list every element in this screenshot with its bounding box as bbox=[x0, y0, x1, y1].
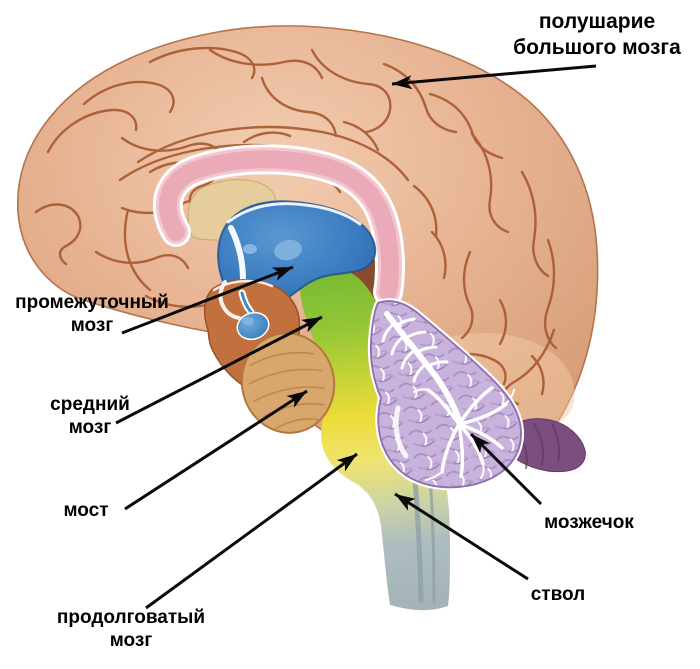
label-medulla-line2: мозг bbox=[109, 630, 153, 651]
arrow-hemisphere bbox=[391, 64, 597, 90]
pons-shape bbox=[240, 332, 336, 434]
label-hemisphere: полушарие большого мозга bbox=[494, 9, 700, 61]
arrow-pons bbox=[124, 389, 308, 511]
label-pons: мост bbox=[44, 499, 128, 522]
label-hemisphere-line1: полушарие bbox=[538, 10, 656, 33]
label-diencephalon-line1: промежуточный bbox=[15, 292, 169, 313]
label-medulla: продолговатый мозг bbox=[38, 606, 224, 652]
arrow-medulla bbox=[145, 452, 358, 610]
corpus-callosum bbox=[152, 144, 406, 307]
leader-lines bbox=[115, 64, 597, 610]
pituitary-shape bbox=[236, 289, 270, 341]
label-cerebellum-line1: мозжечок bbox=[544, 512, 634, 533]
arrow-brainstem bbox=[394, 492, 529, 581]
label-brainstem: ствол bbox=[516, 583, 600, 606]
arrow-diencephalon bbox=[121, 265, 294, 335]
label-cerebellum: мозжечок bbox=[524, 511, 654, 534]
label-brainstem-line1: ствол bbox=[530, 584, 586, 605]
cortex-sulci bbox=[34, 46, 558, 416]
arrow-midbrain bbox=[115, 315, 323, 425]
arrow-cerebellum bbox=[469, 432, 543, 506]
label-midbrain-line1: средний bbox=[50, 394, 130, 415]
label-midbrain: средний мозг bbox=[28, 393, 152, 439]
label-pons-line1: мост bbox=[63, 500, 109, 521]
label-midbrain-line2: мозг bbox=[68, 417, 112, 438]
label-medulla-line1: продолговатый bbox=[56, 607, 206, 628]
label-diencephalon: промежуточный мозг bbox=[6, 291, 178, 337]
label-diencephalon-line2: мозг bbox=[70, 315, 114, 336]
fornix-white-band bbox=[218, 280, 241, 320]
label-hemisphere-line2: большого мозга bbox=[513, 36, 681, 59]
